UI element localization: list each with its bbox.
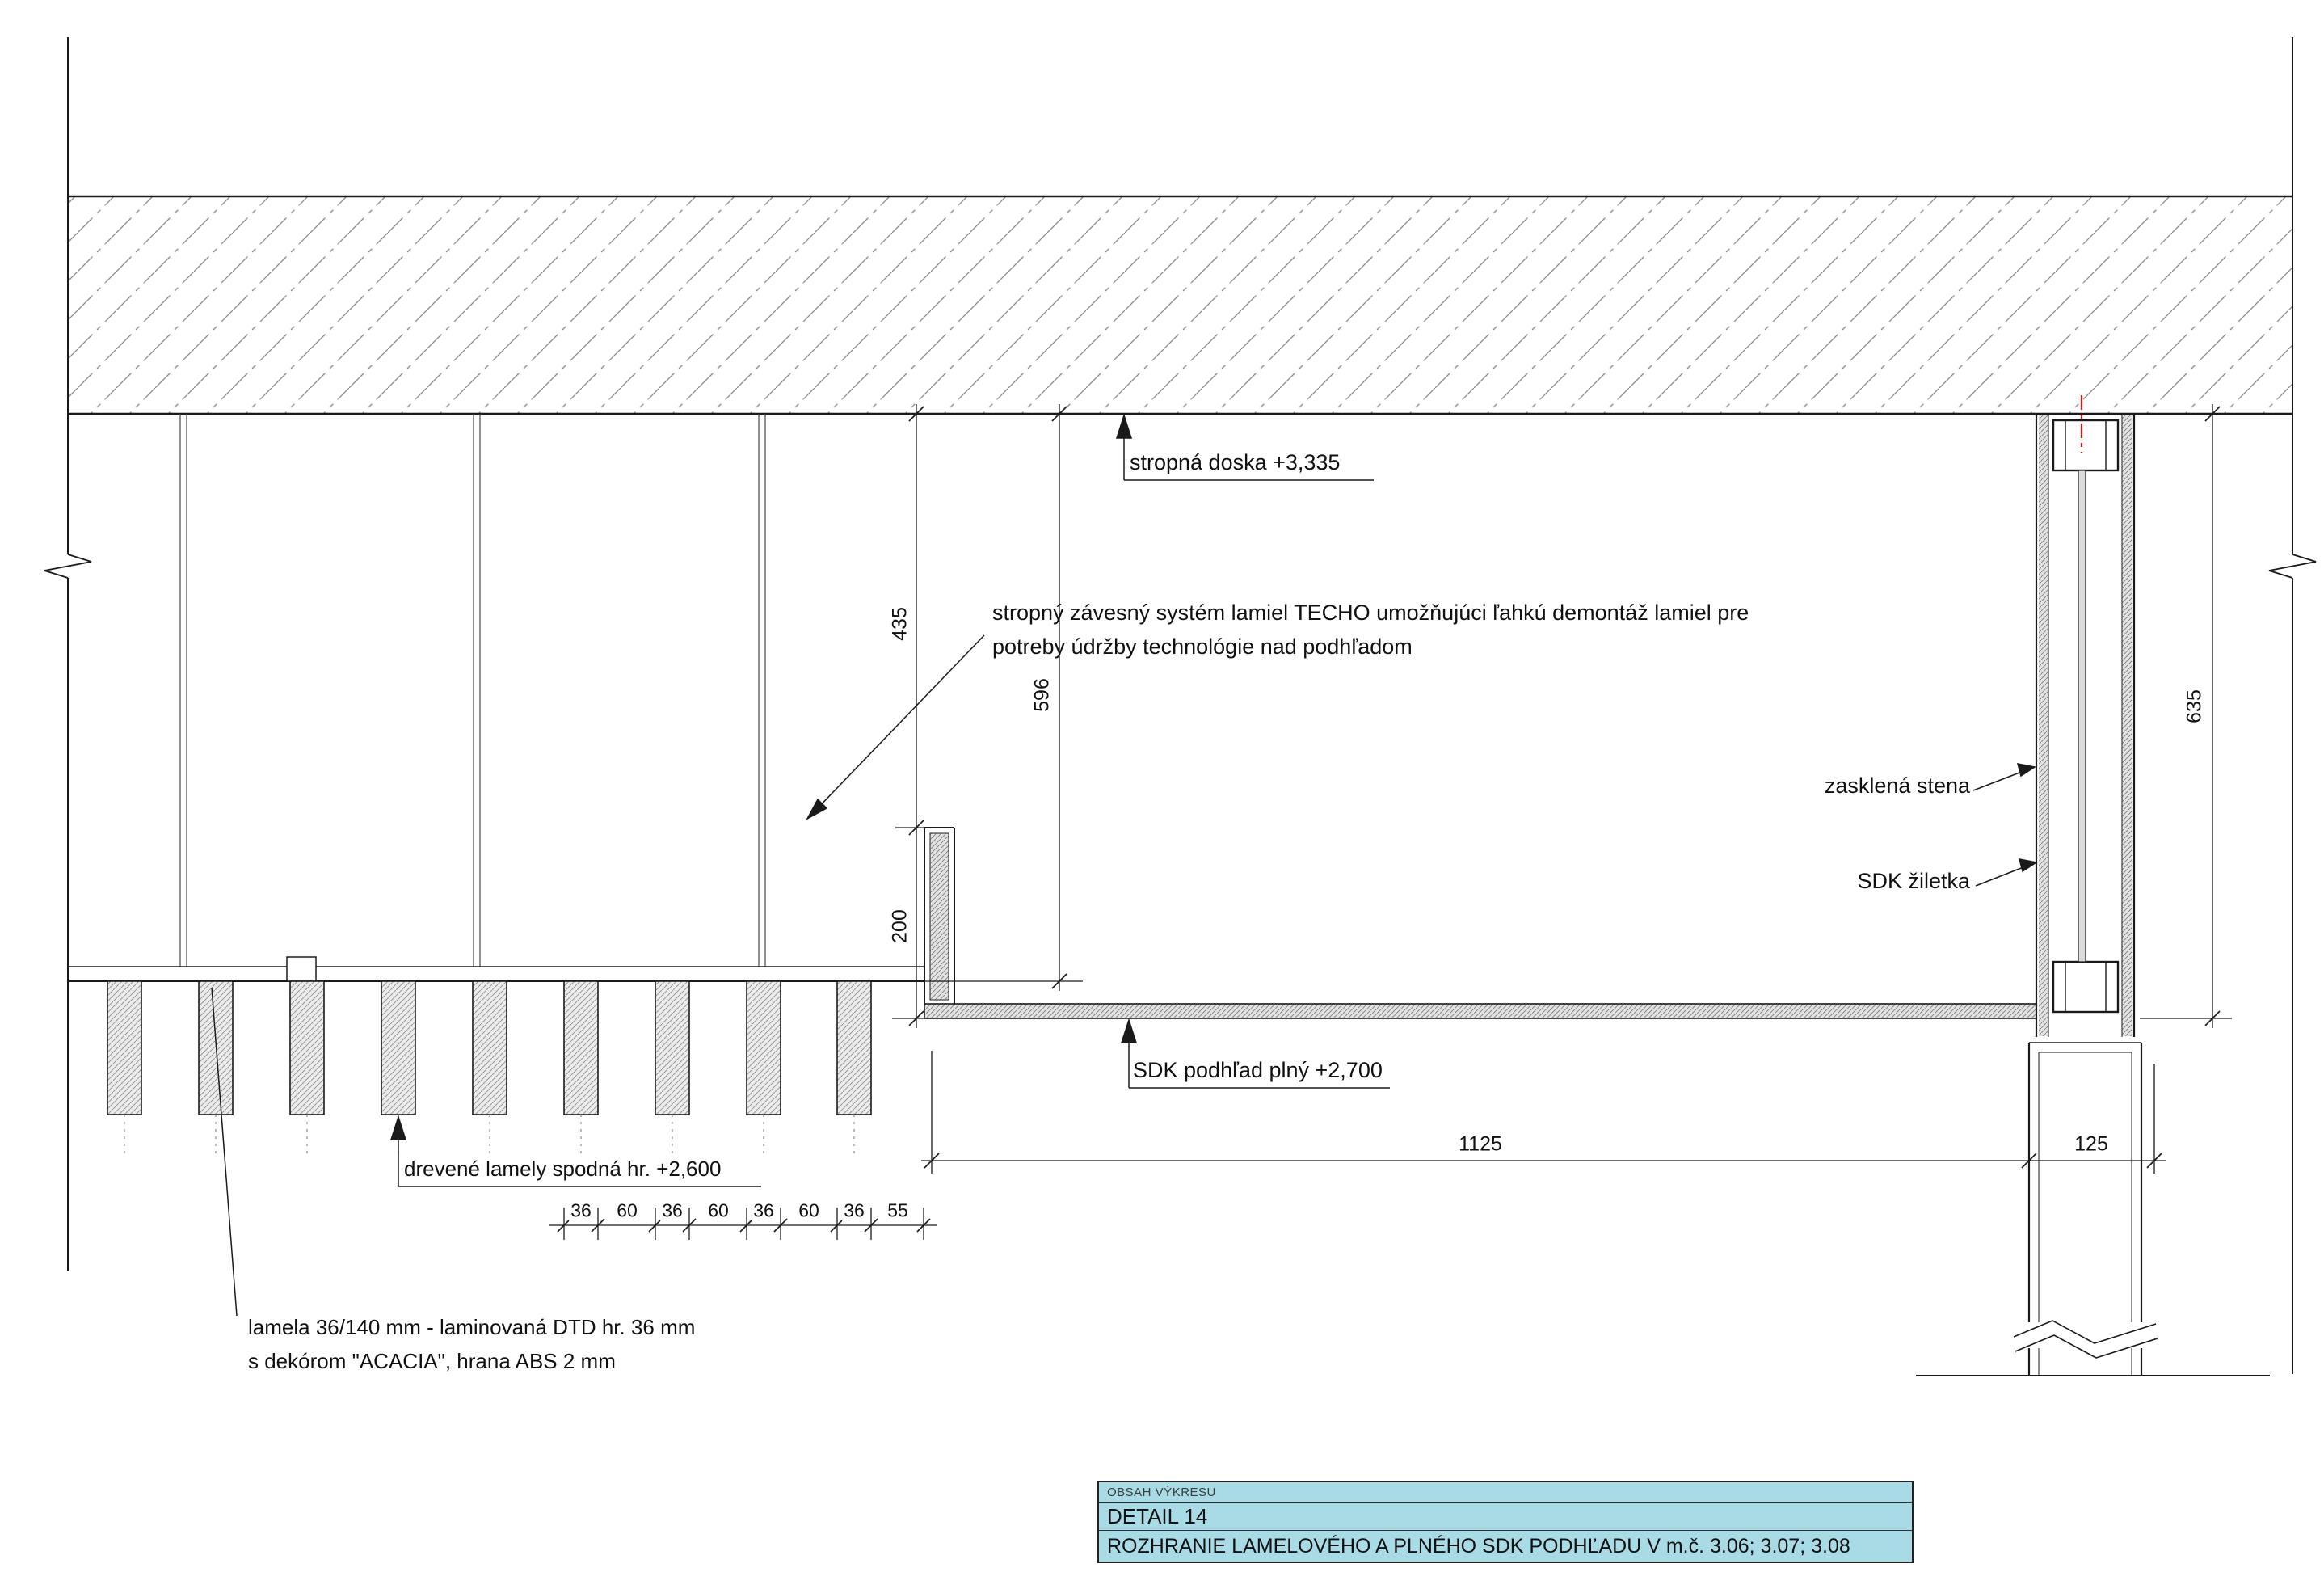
section-cut-left — [44, 37, 92, 1271]
drawing-subtitle: ROZHRANIE LAMELOVÉHO A PLNÉHO SDK PODHĽA… — [1107, 1534, 1850, 1557]
glazed-wall — [2035, 414, 2136, 1037]
dim-435: 435 — [888, 604, 912, 644]
dim-chain-7: 36 — [842, 1199, 866, 1222]
dim-1125: 1125 — [1455, 1132, 1505, 1157]
dim-chain-4: 60 — [706, 1199, 730, 1222]
dim-596: 596 — [1030, 675, 1055, 715]
dim-125: 125 — [2071, 1132, 2111, 1157]
sdk-edge-profile — [924, 827, 955, 1018]
dim-chain-5: 36 — [752, 1199, 776, 1222]
wall-below-ceiling — [1916, 1042, 2270, 1376]
leader-lines — [211, 413, 2038, 1317]
lamella-carrier — [68, 956, 924, 982]
lamella-extension-dots — [124, 1115, 855, 1156]
hanger-rods — [179, 414, 766, 967]
dim-chain-2: 60 — [615, 1199, 639, 1222]
dim-635: 635 — [2183, 686, 2207, 727]
label-drevene-lamely: drevené lamely spodná hr. +2,600 — [404, 1157, 722, 1181]
dim-chain-6: 60 — [797, 1199, 821, 1222]
dimension-lines — [549, 404, 2232, 1240]
wooden-lamellas — [107, 980, 872, 1115]
label-sdk-podhlad: SDK podhľad plný +2,700 — [1133, 1058, 1383, 1082]
label-lamela-line1: lamela 36/140 mm - laminovaná DTD hr. 36… — [248, 1315, 696, 1339]
label-zasklena-stena: zasklená stena — [1824, 773, 1970, 798]
label-sdk-ziletka: SDK žiletka — [1857, 869, 1970, 893]
dim-chain-3: 36 — [660, 1199, 684, 1222]
concrete-slab — [68, 195, 2292, 415]
dim-chain-1: 36 — [569, 1199, 593, 1222]
drawing-title: DETAIL 14 — [1099, 1503, 1912, 1531]
dim-200: 200 — [888, 906, 912, 946]
label-lamela-line2: s dekórom "ACACIA", hrana ABS 2 mm — [248, 1349, 616, 1373]
title-block-header: OBSAH VÝKRESU — [1099, 1482, 1912, 1503]
title-block: OBSAH VÝKRESU DETAIL 14 ROZHRANIE LAMELO… — [1097, 1481, 1914, 1563]
sdk-ceiling-board — [924, 1003, 2037, 1019]
section-cut-right — [2268, 37, 2317, 1374]
dim-chain-8: 55 — [886, 1199, 910, 1222]
label-techo-line1: stropný závesný systém lamiel TECHO umož… — [992, 601, 1749, 625]
label-stropna-doska: stropná doska +3,335 — [1130, 450, 1341, 474]
label-techo-line2: potreby údržby technológie nad podhľadom — [992, 634, 1413, 659]
